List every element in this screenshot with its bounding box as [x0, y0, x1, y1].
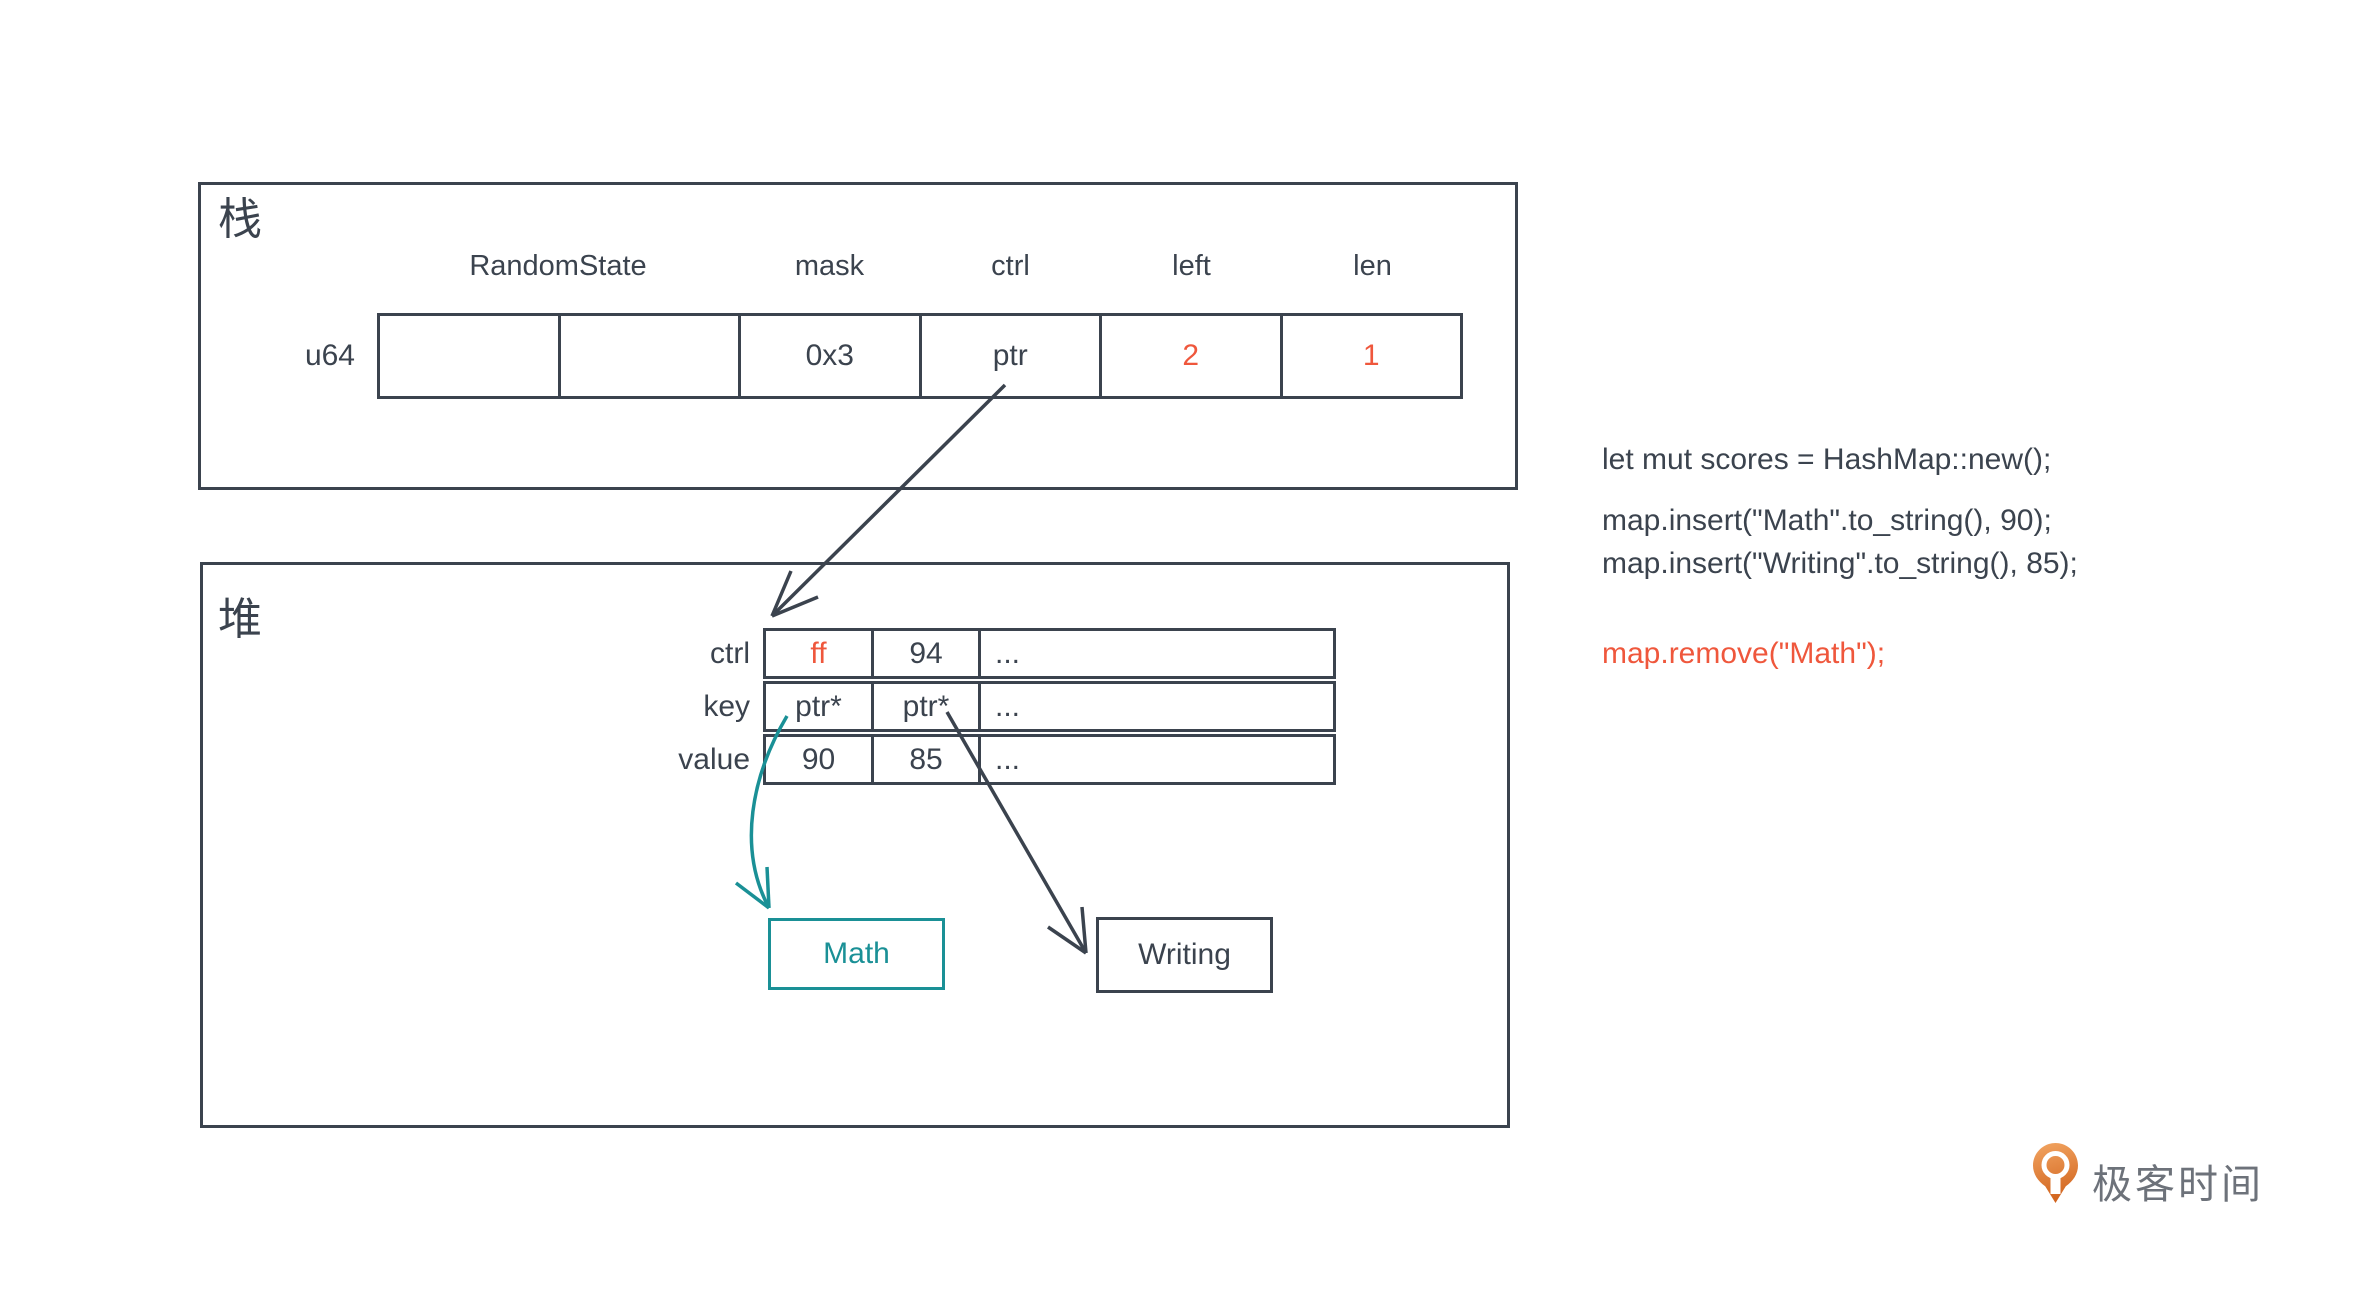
stack-cell-mask: 0x3 — [738, 316, 919, 396]
heap-ctrl-cell-1: 94 — [871, 631, 978, 676]
stack-cell-randomstate-2 — [557, 316, 739, 396]
code-line-insert-writing: map.insert("Writing".to_string(), 85); — [1602, 547, 2078, 580]
code-line-insert-math: map.insert("Math".to_string(), 90); — [1602, 504, 2052, 537]
string-box-writing-label: Writing — [1138, 938, 1231, 971]
code-line-new: let mut scores = HashMap::new(); — [1602, 443, 2052, 476]
heap-key-cell-0: ptr* — [795, 689, 842, 723]
header-left: left — [1172, 250, 1211, 282]
stack-type-label: u64 — [304, 339, 355, 372]
header-len: len — [1353, 250, 1392, 282]
geektime-logo-text: 极客时间 — [2092, 1163, 2264, 1207]
heap-value-cell-1: 85 — [871, 737, 978, 782]
heap-row-value: 90 85 ... — [763, 734, 1336, 785]
heap-value-cell-rest: ... — [978, 737, 1333, 782]
heap-row-label-ctrl: ctrl — [710, 637, 750, 670]
heap-section-label: 堆 — [218, 595, 262, 644]
heap-row-label-value: value — [678, 743, 750, 776]
geektime-logo-icon — [2033, 1143, 2078, 1203]
heap-ctrl-cell-rest: ... — [978, 631, 1333, 676]
heap-row-key: ptr* ptr* ... — [763, 681, 1336, 732]
stack-cell-randomstate-1 — [380, 316, 558, 396]
string-box-math: Math — [768, 918, 945, 990]
heap-ctrl-cell-0: ff — [810, 636, 827, 670]
string-box-writing: Writing — [1096, 917, 1273, 993]
stack-cell-row: 0x3 ptr 2 1 — [377, 313, 1463, 399]
string-box-math-label: Math — [823, 937, 890, 970]
header-ctrl: ctrl — [991, 250, 1030, 282]
header-mask: mask — [794, 250, 865, 282]
heap-key-cell-1: ptr* — [871, 684, 978, 729]
heap-value-cell-0: 90 — [801, 742, 836, 776]
stack-cell-len: 1 — [1279, 316, 1461, 396]
stack-cell-ctrl: ptr — [918, 316, 1100, 396]
stack-section-label: 栈 — [218, 195, 262, 244]
heap-row-label-key: key — [703, 690, 750, 723]
code-line-remove-math: map.remove("Math"); — [1602, 637, 1886, 670]
heap-key-cell-rest: ... — [978, 684, 1333, 729]
heap-row-ctrl: ff 94 ... — [763, 628, 1336, 679]
header-randomstate: RandomState — [469, 250, 647, 282]
stack-cell-left: 2 — [1099, 316, 1280, 396]
